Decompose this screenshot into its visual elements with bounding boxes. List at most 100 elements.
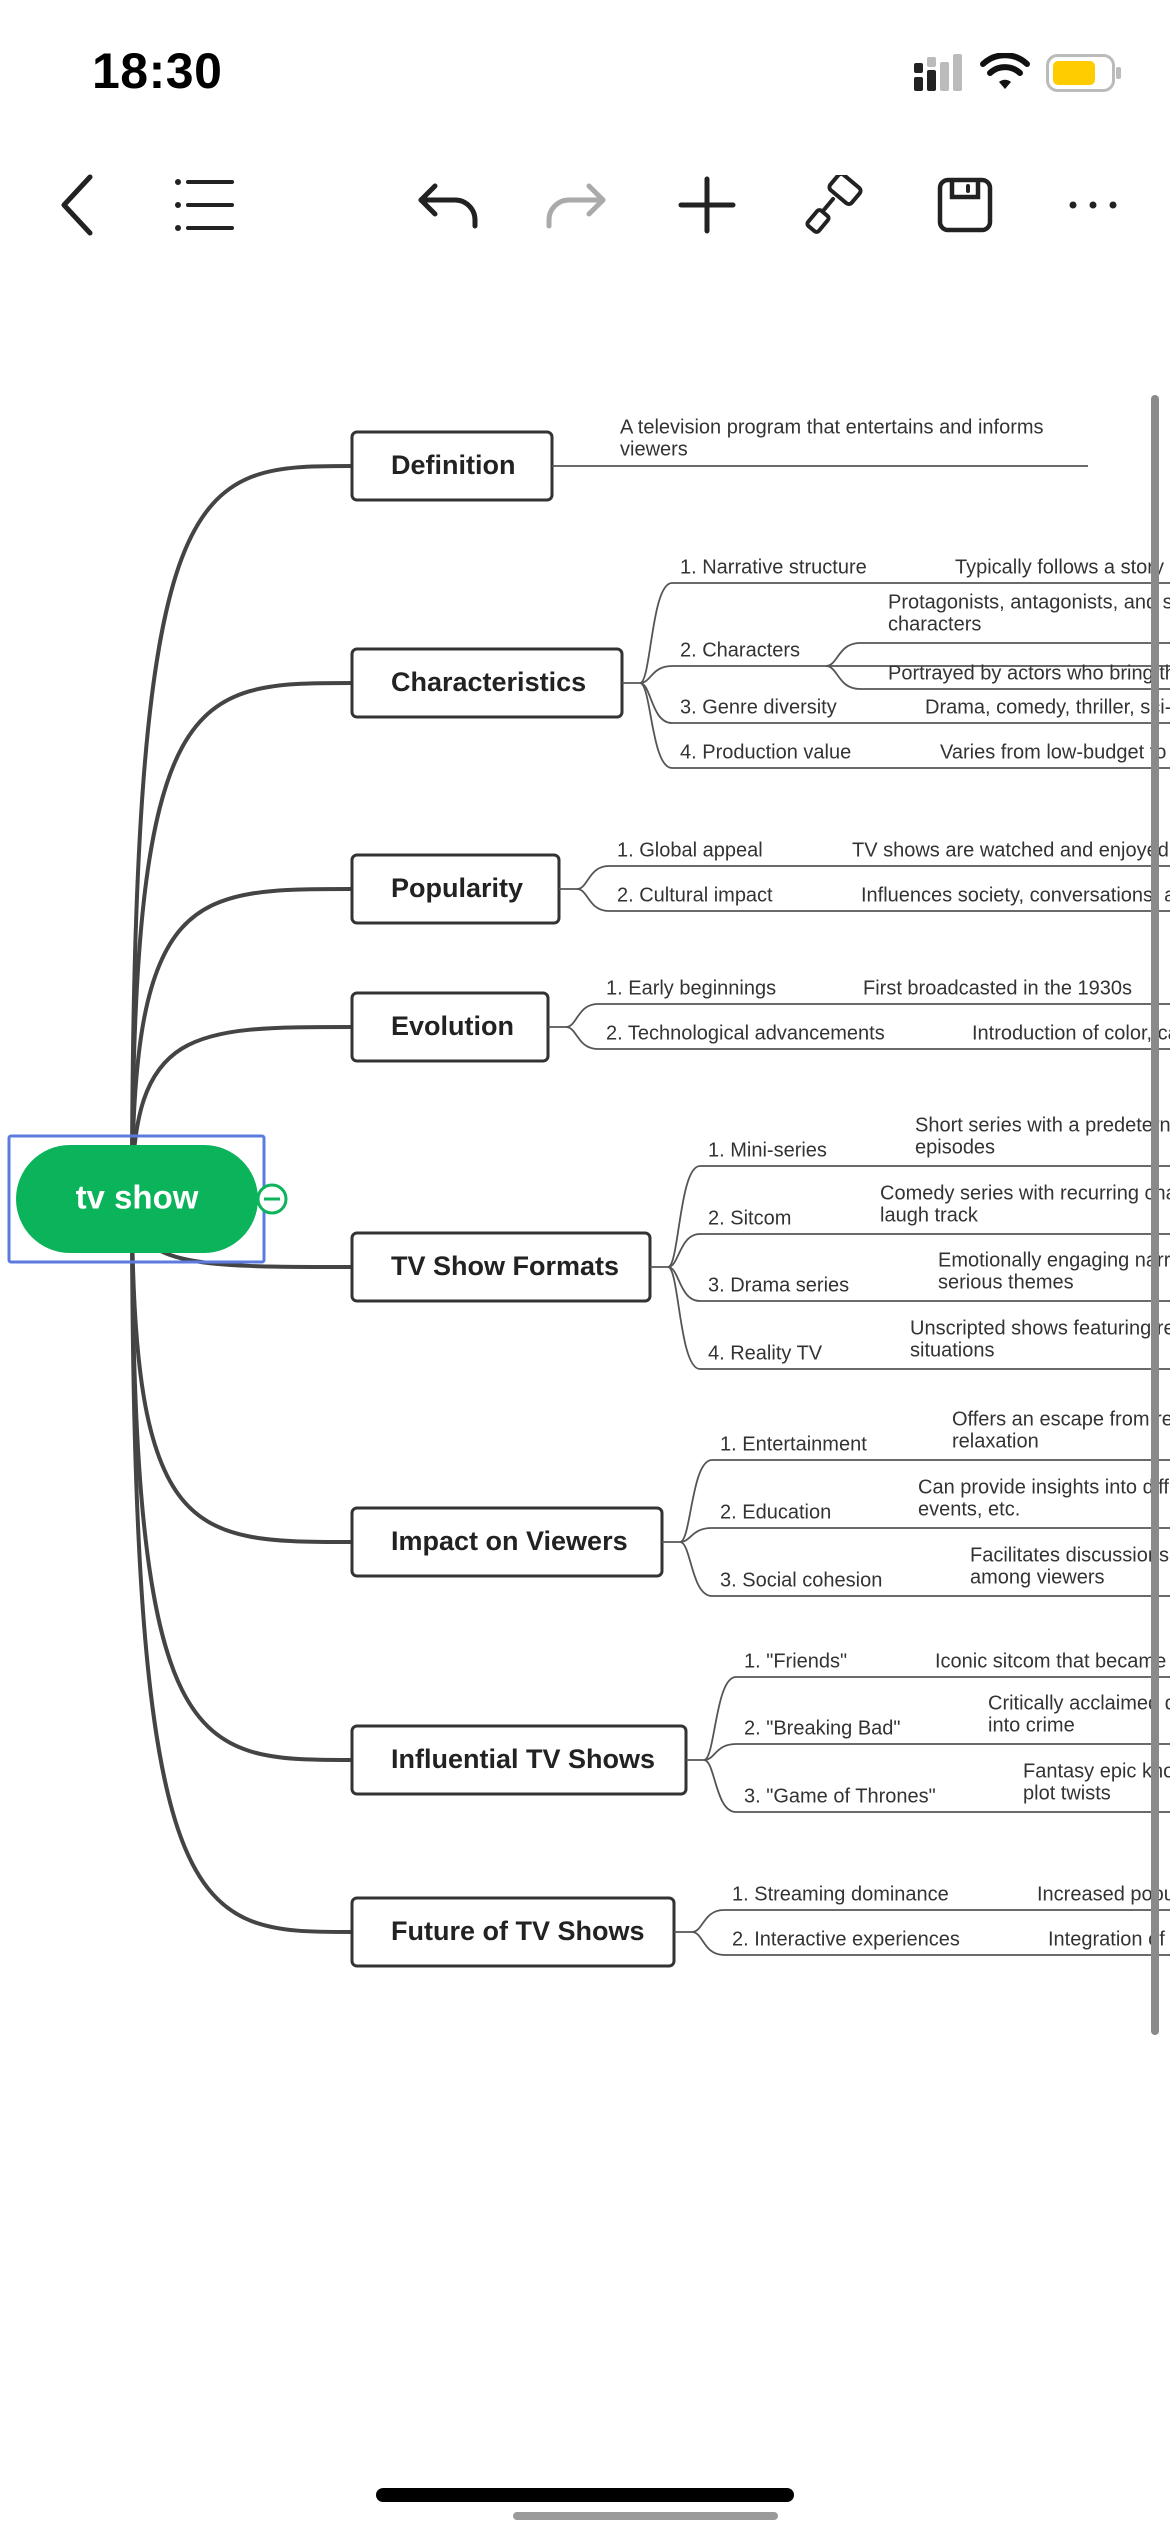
child-connector: [667, 1165, 701, 1268]
root-node-label: tv show: [76, 1179, 199, 1216]
child-node-label[interactable]: 1. Entertainment: [720, 1433, 867, 1455]
child-node-label[interactable]: 1. Early beginnings: [606, 977, 776, 999]
leaf-text[interactable]: Portrayed by actors who bring th: [888, 662, 1170, 684]
child-connector: [565, 1026, 599, 1050]
root-node[interactable]: [16, 1145, 258, 1253]
leaf-text[interactable]: Iconic sitcom that became: [935, 1650, 1166, 1672]
back-button[interactable]: [28, 150, 128, 260]
branch-node-label: TV Show Formats: [391, 1251, 619, 1281]
leaf-text[interactable]: Critically acclaimed d: [988, 1692, 1170, 1714]
child-node-label[interactable]: 3. Social cohesion: [720, 1569, 882, 1591]
leaf-text[interactable]: Can provide insights into diff: [918, 1476, 1169, 1498]
branch-node-label: Future of TV Shows: [391, 1916, 645, 1946]
more-button[interactable]: [1043, 150, 1143, 260]
child-node-label[interactable]: 3. Genre diversity: [680, 696, 837, 718]
child-node-label[interactable]: 2. Characters: [680, 639, 800, 661]
leaf-text[interactable]: situations: [910, 1339, 995, 1361]
child-connector: [679, 1527, 713, 1543]
redo-button[interactable]: [526, 150, 626, 260]
battery-icon: [1046, 53, 1122, 97]
child-node-label[interactable]: 2. Technological advancements: [606, 1022, 885, 1044]
leaf-text[interactable]: Offers an escape from re: [952, 1408, 1170, 1430]
list-icon: [175, 179, 234, 231]
format-button[interactable]: [785, 150, 885, 260]
child-node-label[interactable]: 4. Reality TV: [708, 1342, 823, 1364]
child-connector: [691, 1909, 725, 1933]
child-node-label[interactable]: 2. "Breaking Bad": [744, 1717, 901, 1739]
leaf-text[interactable]: episodes: [915, 1136, 995, 1158]
leaf-text[interactable]: Facilitates discussions: [970, 1544, 1169, 1566]
chevron-left-icon: [61, 174, 93, 236]
vertical-scrollbar[interactable]: [1151, 395, 1159, 2035]
child-connector: [667, 1233, 701, 1268]
horizontal-scrollbar[interactable]: [513, 2512, 778, 2520]
branch-connector: [130, 464, 353, 1200]
child-node-label[interactable]: 3. Drama series: [708, 1274, 849, 1296]
branch-connector: [130, 1198, 353, 1762]
leaf-text[interactable]: Emotionally engaging narr: [938, 1249, 1170, 1271]
leaf-text[interactable]: Fantasy epic kno: [1023, 1760, 1170, 1782]
add-button[interactable]: [657, 150, 757, 260]
leaf-text[interactable]: plot twists: [1023, 1782, 1111, 1804]
leaf-text[interactable]: characters: [888, 613, 981, 635]
save-icon: [937, 177, 993, 233]
child-node-label[interactable]: 2. Sitcom: [708, 1207, 791, 1229]
leaf-text[interactable]: Protagonists, antagonists, and s: [888, 591, 1170, 613]
leaf-connector: [825, 642, 861, 667]
child-node-label[interactable]: 2. Cultural impact: [617, 884, 773, 906]
child-connector: [703, 1676, 737, 1761]
wifi-icon: [980, 51, 1030, 98]
leaf-text[interactable]: events, etc.: [918, 1498, 1020, 1520]
save-button[interactable]: [915, 150, 1015, 260]
leaf-text[interactable]: First broadcasted in the 1930s: [863, 977, 1132, 999]
child-connector: [703, 1759, 737, 1813]
undo-icon: [418, 183, 478, 229]
child-node-label[interactable]: 3. "Game of Thrones": [744, 1785, 936, 1807]
leaf-text[interactable]: Drama, comedy, thriller, sci-: [925, 696, 1170, 718]
branch-node-label: Characteristics: [391, 667, 586, 697]
branch-node-label: Definition: [391, 450, 515, 480]
branch-node-label: Popularity: [391, 873, 523, 903]
child-node-label[interactable]: 1. Mini-series: [708, 1139, 827, 1161]
cellular-signal-icon: [912, 53, 964, 98]
child-node-label[interactable]: 1. Streaming dominance: [732, 1883, 949, 1905]
leaf-text[interactable]: Short series with a predetern: [915, 1114, 1170, 1136]
child-node-label[interactable]: 1. "Friends": [744, 1650, 847, 1672]
child-connector: [703, 1743, 737, 1761]
leaf-text[interactable]: laugh track: [880, 1204, 979, 1226]
leaf-text[interactable]: Typically follows a story: [955, 556, 1164, 578]
plus-icon: [678, 176, 736, 234]
leaf-text[interactable]: Increased popu: [1037, 1883, 1170, 1905]
redo-icon: [546, 183, 606, 229]
undo-button[interactable]: [398, 150, 498, 260]
leaf-text[interactable]: serious themes: [938, 1271, 1074, 1293]
leaf-text[interactable]: TV shows are watched and enjoyed: [852, 839, 1169, 861]
status-icons: [912, 51, 1122, 98]
child-connector: [576, 888, 610, 912]
child-node-label[interactable]: 2. Education: [720, 1501, 831, 1523]
child-node-label[interactable]: 2. Interactive experiences: [732, 1928, 960, 1950]
child-connector: [639, 582, 673, 684]
leaf-text[interactable]: into crime: [988, 1714, 1075, 1736]
leaf-text[interactable]: Influences society, conversations, a: [861, 884, 1170, 906]
leaf-text[interactable]: Comedy series with recurring cha: [880, 1182, 1170, 1204]
leaf-text[interactable]: Unscripted shows featuring re: [910, 1317, 1170, 1339]
child-node-label[interactable]: 4. Production value: [680, 741, 851, 763]
child-node-label[interactable]: 1. Narrative structure: [680, 556, 867, 578]
child-connector: [679, 1541, 713, 1597]
child-node-label[interactable]: 1. Global appeal: [617, 839, 763, 861]
branch-connector: [130, 681, 353, 1200]
leaf-text[interactable]: Varies from low-budget to: [940, 741, 1166, 763]
leaf-connector: [825, 665, 861, 690]
branch-connector: [130, 1198, 353, 1544]
outline-button[interactable]: [155, 150, 255, 260]
leaf-text[interactable]: Integration of: [1048, 1928, 1165, 1950]
child-connector: [679, 1459, 713, 1543]
leaf-text[interactable]: Introduction of color, ca: [972, 1022, 1170, 1044]
more-icon: [1069, 201, 1117, 209]
child-connector: [565, 1003, 599, 1028]
leaf-text[interactable]: among viewers: [970, 1566, 1105, 1588]
leaf-text[interactable]: relaxation: [952, 1430, 1039, 1452]
